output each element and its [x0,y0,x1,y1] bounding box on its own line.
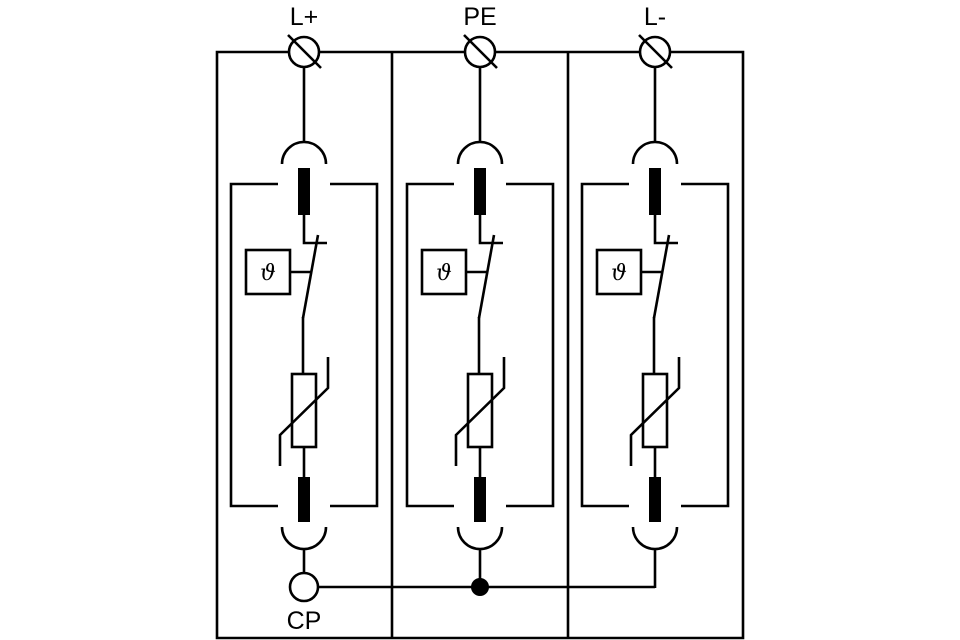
module-l-plus: L+ ϑ [229,3,379,551]
inner-box-left [405,182,454,508]
upper-fuse [649,168,661,215]
lower-fuse [649,477,661,522]
cp-label: CP [287,607,322,635]
thermal-symbol: ϑ [611,261,627,286]
lower-plug-contact [280,526,328,551]
lower-plug-contact [456,526,504,551]
inner-box-right [681,182,730,508]
upper-plug-contact [456,140,504,165]
terminal-slash [638,34,673,69]
disconnector-blade [301,234,320,319]
upper-plug-contact [280,140,328,165]
switch-contact-wire [653,214,678,245]
terminal-label-l-minus: L- [644,3,666,31]
switch-contact-wire [478,214,503,245]
module-l-minus: L-ϑ [580,3,730,551]
varistor-nonlinear-mark [278,357,330,466]
upper-fuse [298,168,310,215]
enclosure [215,50,745,640]
thermal-symbol: ϑ [436,261,452,286]
disconnector-blade [652,234,671,319]
common-point-bus: CP [287,550,657,635]
lower-fuse [298,477,310,522]
inner-box-left [580,182,629,508]
inner-box-right [330,182,379,508]
terminal-label-l-plus: L+ [290,3,319,31]
terminal-label-pe: PE [463,3,496,31]
lower-plug-contact [631,526,679,551]
upper-fuse [474,168,486,215]
upper-plug-contact [631,140,679,165]
switch-contact-wire [302,214,327,245]
enclosure-left-top [215,50,745,640]
thermal-symbol: ϑ [260,261,276,286]
disconnector-blade [477,234,496,319]
lower-fuse [474,477,486,522]
varistor-nonlinear-mark [629,357,681,466]
cp-terminal [288,571,320,603]
terminal-slash [463,34,498,69]
inner-box-right [506,182,555,508]
varistor-nonlinear-mark [454,357,506,466]
junction-dot [471,578,489,596]
module-pe: PE ϑ [405,3,555,551]
terminal-slash [287,34,322,69]
inner-box-left [229,182,278,508]
